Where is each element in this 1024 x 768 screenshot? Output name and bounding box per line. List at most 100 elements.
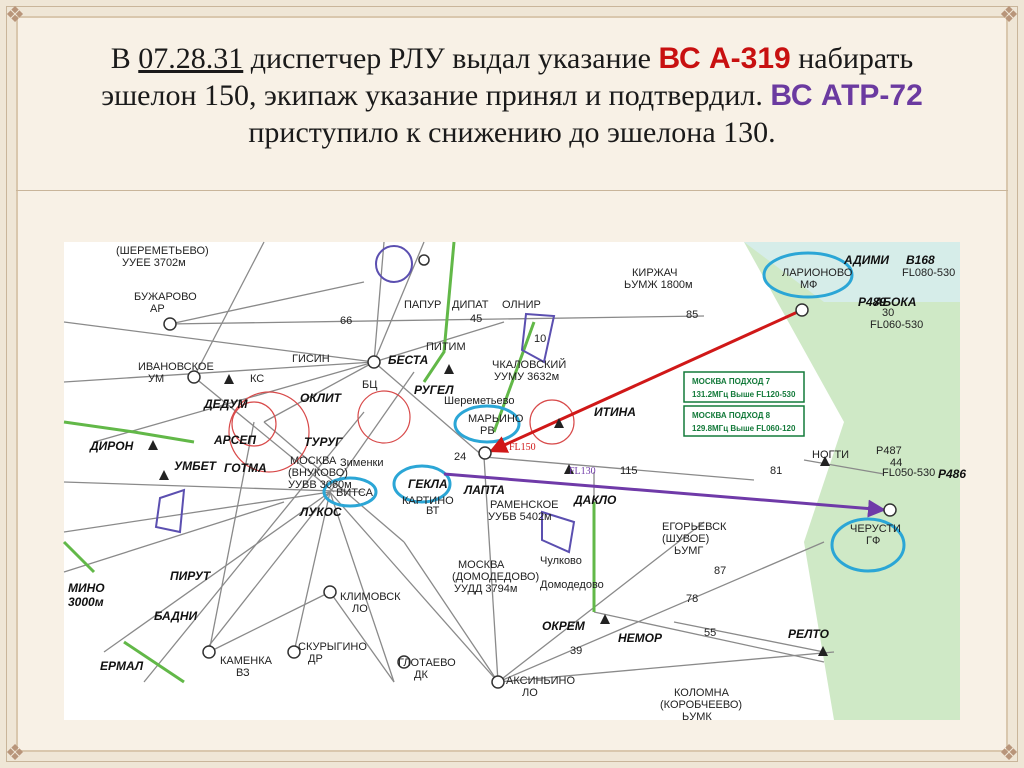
label-rugel: РУГЕЛ: [414, 383, 454, 397]
label-n39: 39: [570, 645, 582, 657]
label-lapta: ЛАПТА: [463, 483, 505, 497]
corner-ornament: ❖: [5, 2, 25, 27]
label-okrem: ОКРЕМ: [542, 619, 586, 633]
label-mino-alt: 3000м: [68, 595, 104, 609]
label-n81: 81: [770, 465, 782, 477]
label-turug: ТУРУГ: [304, 435, 343, 449]
corner-ornament: ❖: [999, 740, 1019, 765]
label-n115: 115: [620, 465, 638, 477]
label-sheremetyevo: Шереметьево: [444, 395, 514, 407]
label-marino-sub: РВ: [480, 425, 495, 437]
label-p489: P489: [858, 295, 886, 309]
label-buzharovo-sub: АР: [150, 303, 165, 315]
a319-track: [488, 308, 803, 454]
label-relto: РЕЛТО: [788, 627, 830, 641]
title-text: набирать эшелон 150, экипаж указание при…: [101, 42, 914, 112]
time-stamp: 07.28.31: [138, 42, 244, 75]
label-fl050-530: FL050-530: [882, 467, 935, 479]
label-b168: B168: [906, 253, 935, 267]
label-moskva-dme-code: УУДД 3794м: [454, 583, 517, 595]
label-glotaevo: ГЛОТАЕВО: [398, 657, 456, 669]
slide-frame-outer: [6, 6, 1018, 762]
label-pitim: ПИТИМ: [426, 341, 466, 353]
label-larionovo-sub: МФ: [800, 279, 817, 291]
fl150-label: FL150: [509, 442, 536, 453]
label-bt: ВТ: [426, 505, 440, 517]
label-egorievsk-sub: (ШУВОЕ): [662, 533, 709, 545]
svg-text:МОСКВА ПОДХОД 8: МОСКВА ПОДХОД 8: [692, 411, 771, 420]
aircraft-a319: ВС А-319: [658, 42, 791, 75]
highlight-circles: [322, 251, 906, 573]
label-moskva-vnk-code: УУВВ 3060м: [288, 479, 352, 491]
label-klimovsk: КЛИМОВСК: [340, 591, 401, 603]
label-kolomna-code: ЬУМК: [682, 711, 712, 723]
label-daklo: ДАКЛО: [573, 493, 617, 507]
label-chulkovo: Чулково: [540, 555, 582, 567]
map-labels: АДИМИ АБОКА ЛАРИОНОВО МФ КИРЖАЧ ЬУМЖ 180…: [68, 245, 966, 723]
corner-ornament: ❖: [5, 740, 25, 765]
label-kolomna-sub: (КОРОБЧЕЕВО): [660, 699, 742, 711]
label-n55: 55: [704, 627, 716, 639]
atr72-track: [443, 472, 887, 518]
highlight-cherusti: [830, 517, 906, 573]
purple-zones: [154, 245, 576, 554]
label-ramenskoe-code: УУБВ 5402м: [488, 511, 552, 523]
label-gisin: ГИСИН: [292, 353, 330, 365]
aircraft-atr72: ВС АТР-72: [770, 79, 923, 112]
label-egorievsk: ЕГОРЬЕВСК: [662, 521, 727, 533]
label-besta: БЕСТА: [388, 353, 428, 367]
slide-title: В 07.28.31 диспетчер РЛУ выдал указание …: [60, 40, 964, 151]
title-text: диспетчер РЛУ выдал указание: [243, 42, 659, 75]
label-skurigino-sub: ДР: [308, 653, 323, 665]
label-p486: P486: [938, 467, 966, 481]
label-chkalovsky-sub: УУМУ 3632м: [494, 371, 559, 383]
navaid-marino: [478, 446, 492, 460]
restricted-zones: [228, 390, 575, 473]
label-bts: БЦ: [362, 379, 377, 391]
label-lukos: ЛУКОС: [299, 505, 342, 519]
label-moskva-vnk: МОСКВА: [290, 455, 337, 467]
title-divider: [16, 190, 1008, 191]
label-n87: 87: [714, 565, 726, 577]
waypoints: [148, 364, 830, 656]
label-badni: БАДНИ: [154, 609, 197, 623]
label-moskva-dme-sub: (ДОМОДЕДОВО): [452, 571, 539, 583]
corner-ornament: ❖: [999, 2, 1019, 27]
label-n24: 24: [454, 451, 466, 463]
highlight-larionovo: [762, 251, 854, 299]
label-dedum: ДЕДУМ: [203, 397, 248, 411]
green-zone: [744, 242, 960, 720]
approach-frequency-8: МОСКВА ПОДХОД 8 129.8МГц Выше FL060-120: [683, 405, 805, 437]
label-nogti: НОГТИ: [812, 449, 849, 461]
green-routes: [62, 241, 596, 684]
title-text: приступило к снижению до эшелона 130.: [248, 116, 776, 149]
navaids: [163, 254, 897, 689]
label-moskva-dme: МОСКВА: [458, 559, 505, 571]
airspace-map: МОСКВА ПОДХОД 7 131.2МГц Выше FL120-530 …: [62, 241, 966, 723]
label-fl080-530: FL080-530: [902, 267, 955, 279]
label-kc: КС: [250, 373, 264, 385]
label-n10: 10: [534, 333, 546, 345]
label-pirut: ПИРУТ: [170, 569, 212, 583]
highlight-marino: [453, 404, 521, 444]
label-kolomna: КОЛОМНА: [674, 687, 730, 699]
label-admi: АДИМИ: [843, 253, 889, 267]
label-chkalovsky: ЧКАЛОВСКИЙ: [492, 358, 566, 371]
svg-text:131.2МГц Выше FL120-530: 131.2МГц Выше FL120-530: [692, 390, 796, 399]
label-cherusti: ЧЕРУСТИ: [850, 523, 901, 535]
label-n85: 85: [686, 309, 698, 321]
label-papur: ПАПУР: [404, 299, 441, 311]
label-n45: 45: [470, 313, 482, 325]
fl130-label: FL130: [569, 466, 596, 477]
label-marino: МАРЬИНО: [468, 413, 524, 425]
label-n44: 44: [890, 457, 902, 469]
highlight-gekla: [392, 464, 452, 504]
label-p487: P487: [876, 445, 902, 457]
label-kirzhach-sub: ЬУМЖ 1800м: [624, 279, 693, 291]
label-glotaevo-sub: ДК: [414, 669, 428, 681]
label-ivanovskoe: ИВАНОВСКОЕ: [138, 361, 214, 373]
navaid-larionovo: [795, 303, 809, 317]
map-svg: МОСКВА ПОДХОД 7 131.2МГц Выше FL120-530 …: [62, 241, 966, 723]
label-oklit: ОКЛИТ: [300, 391, 343, 405]
label-ermal: ЕРМАЛ: [100, 659, 144, 673]
